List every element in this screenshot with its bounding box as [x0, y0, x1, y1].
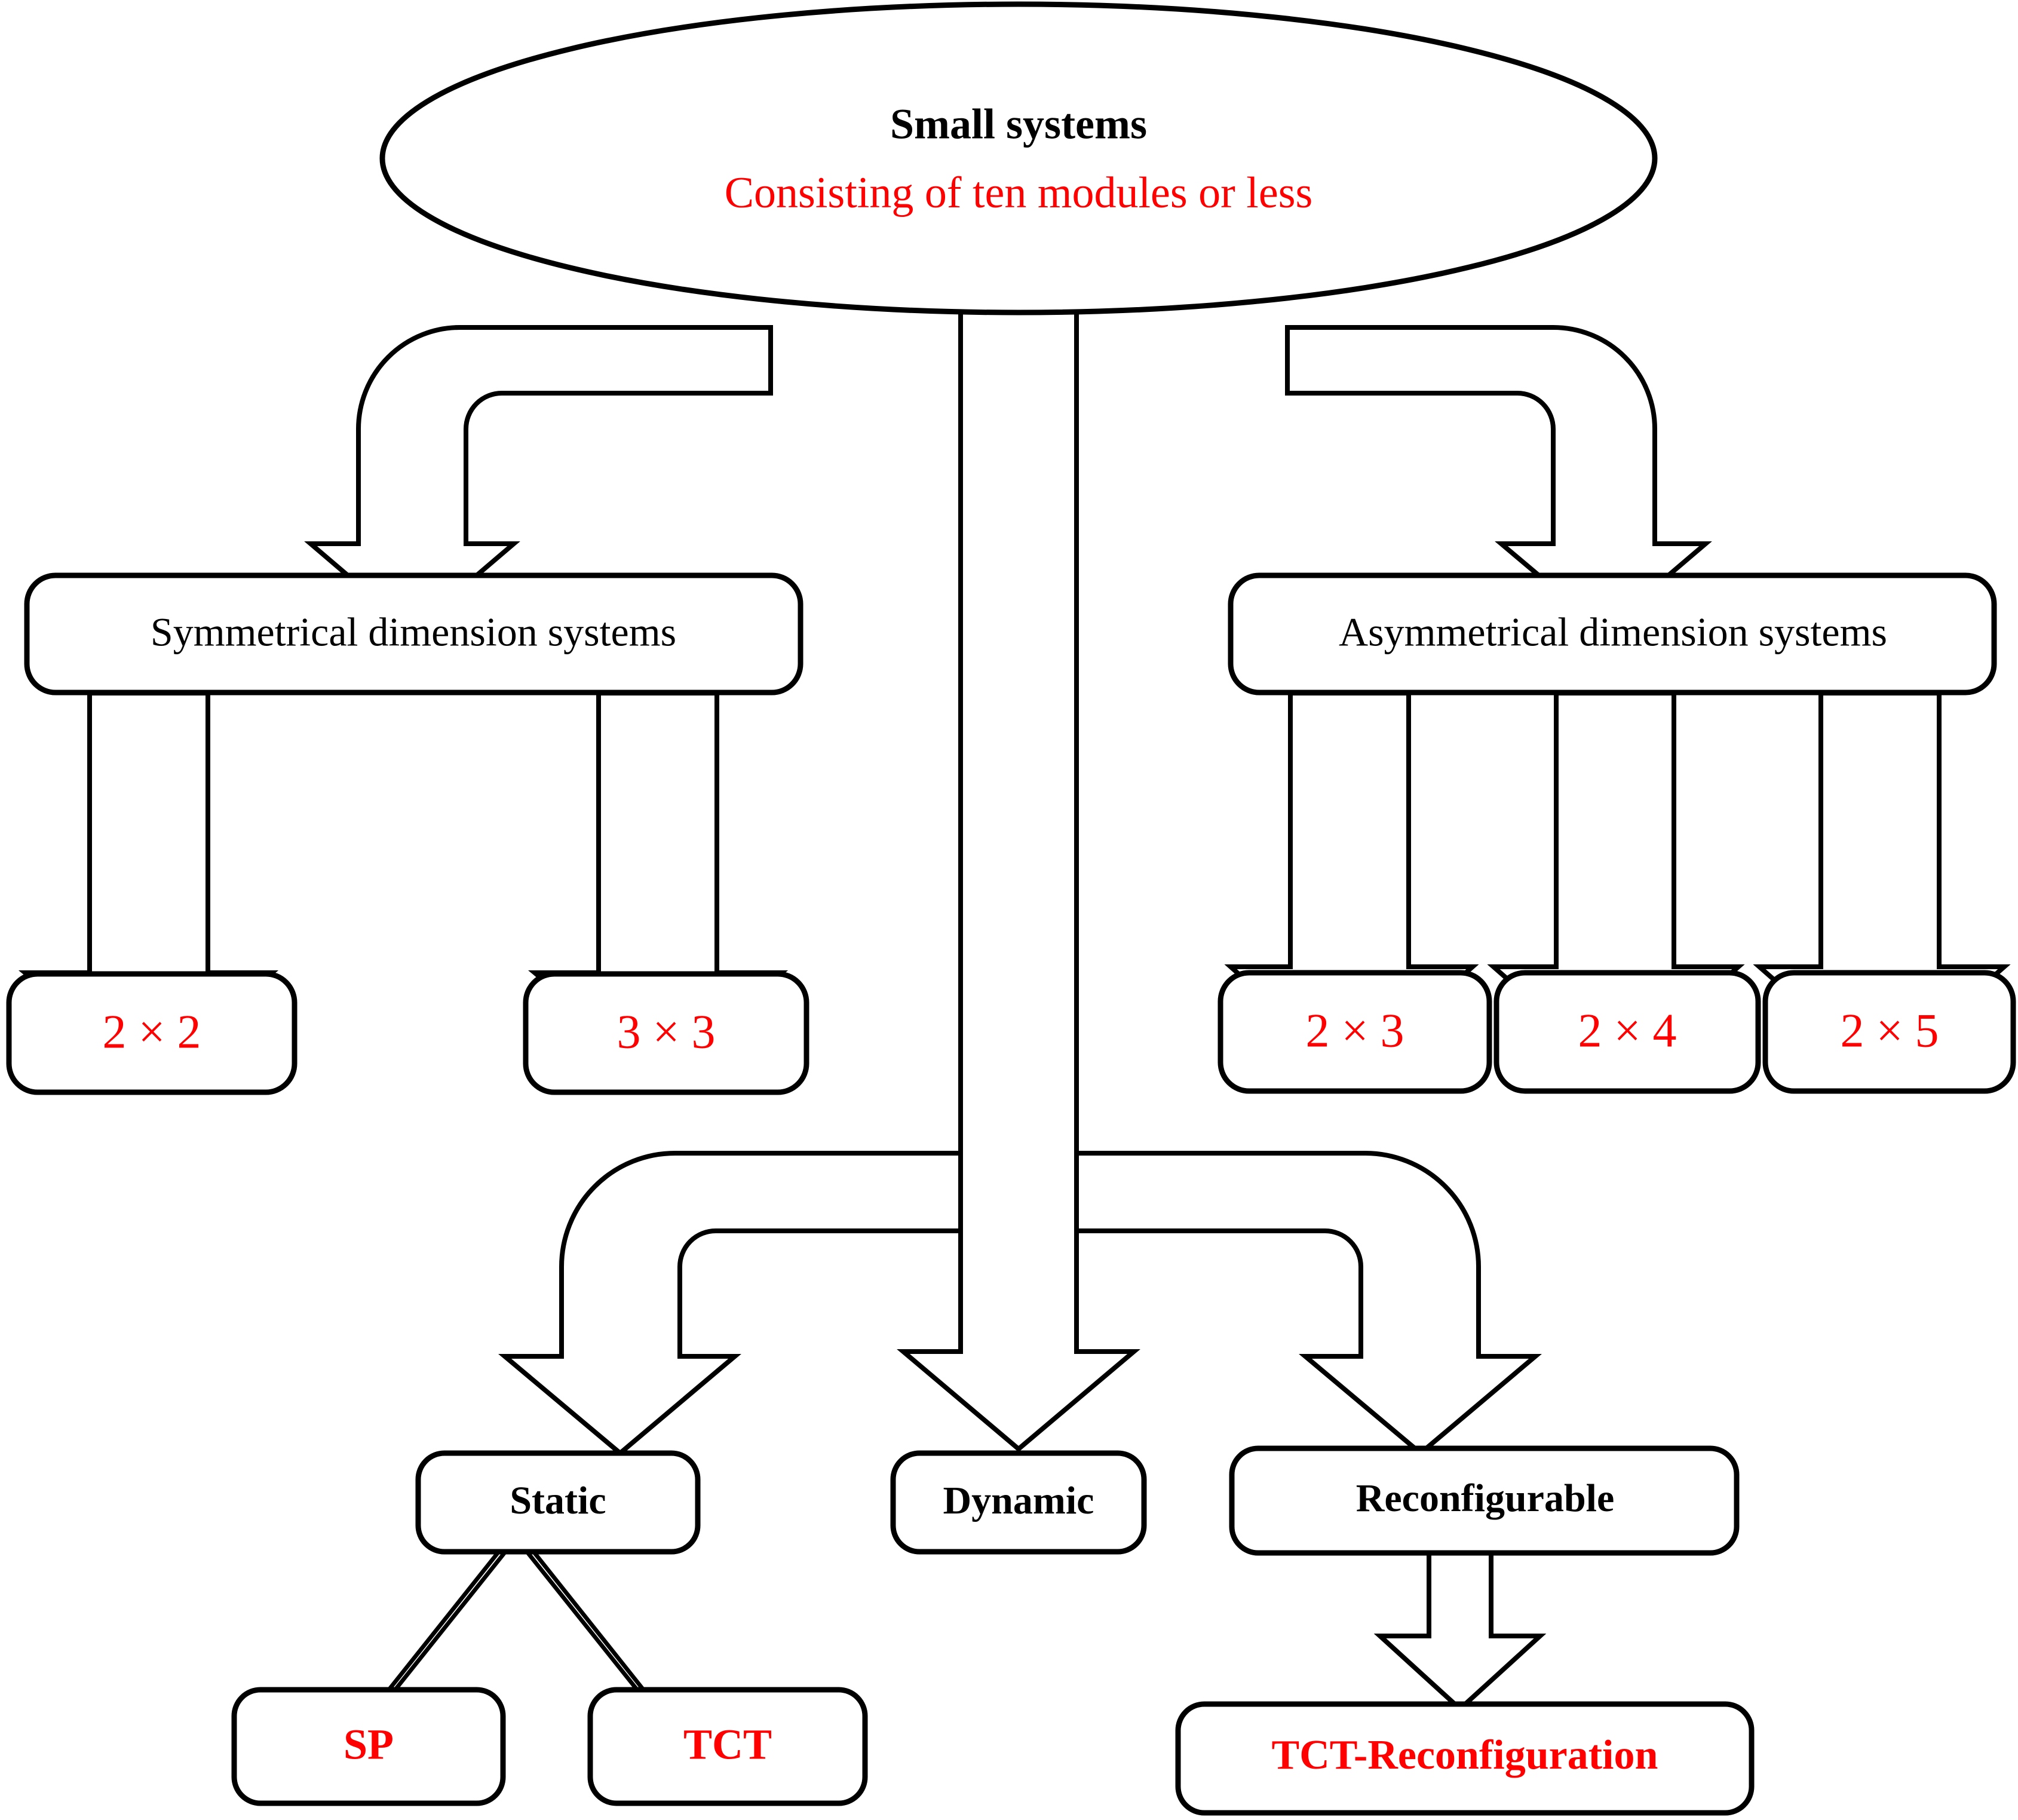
root-title: Small systems	[890, 100, 1147, 148]
node-small-systems[interactable]: Small systems Consisting of ten modules …	[379, 1, 1658, 315]
dynamic-box-shape	[890, 1450, 1147, 1555]
reconfigurable-label: Reconfigurable	[1356, 1476, 1615, 1520]
connector-right-to-reconfigurable	[1074, 1151, 1542, 1457]
dim-2x4-label: 2 × 4	[1578, 1004, 1676, 1057]
sp-label: SP	[344, 1721, 394, 1769]
dim-2x4-box-shape	[1493, 970, 1761, 1094]
node-tct-reconfiguration[interactable]: TCT-Reconfiguration	[1175, 1701, 1755, 1816]
node-tct[interactable]: TCT	[587, 1687, 868, 1806]
asymmetrical-label: Asymmetrical dimension systems	[1339, 609, 1887, 655]
connector-root-to-asymmetrical	[1285, 325, 1712, 634]
dim-2x2-label: 2 × 2	[102, 1006, 201, 1058]
tct-reconfiguration-label: TCT-Reconfiguration	[1272, 1732, 1658, 1778]
sp-box-shape	[231, 1687, 506, 1806]
node-static[interactable]: Static	[415, 1450, 701, 1555]
tct-box-shape	[587, 1687, 868, 1806]
connector-root-to-dynamic	[897, 308, 1140, 1453]
tct-label: TCT	[683, 1721, 772, 1769]
node-symmetrical-dimension-systems[interactable]: Symmetrical dimension systems	[24, 572, 803, 695]
tct-reconfiguration-box-shape	[1175, 1701, 1755, 1816]
root-ellipse-shape	[379, 1, 1658, 315]
dim-2x5-box-shape	[1762, 970, 2016, 1094]
dim-2x3-label: 2 × 3	[1305, 1004, 1404, 1057]
reconfigurable-box-shape	[1229, 1445, 1740, 1556]
node-dim-2x3[interactable]: 2 × 3	[1217, 970, 1492, 1094]
dim-3x3-box-shape	[523, 971, 809, 1095]
symmetrical-label: Symmetrical dimension systems	[151, 609, 676, 655]
node-asymmetrical-dimension-systems[interactable]: Asymmetrical dimension systems	[1228, 572, 1997, 695]
node-reconfigurable[interactable]: Reconfigurable	[1229, 1445, 1740, 1556]
node-sp[interactable]: SP	[231, 1687, 506, 1806]
connector-reconfigurable-to-tct-reconfiguration	[1373, 1550, 1547, 1712]
node-dim-2x4[interactable]: 2 × 4	[1493, 970, 1761, 1094]
static-label: Static	[510, 1479, 606, 1522]
dim-2x2-box-shape	[6, 971, 298, 1095]
dim-3x3-label: 3 × 3	[617, 1006, 715, 1058]
root-subtitle: Consisting of ten modules or less	[725, 168, 1313, 217]
static-box-shape	[415, 1450, 701, 1555]
node-dim-3x3[interactable]: 3 × 3	[523, 971, 809, 1095]
asymmetrical-box-shape	[1228, 572, 1997, 695]
node-dynamic[interactable]: Dynamic	[890, 1450, 1147, 1555]
dim-2x5-label: 2 × 5	[1840, 1004, 1939, 1057]
node-dim-2x2[interactable]: 2 × 2	[6, 971, 298, 1095]
dim-2x3-box-shape	[1217, 970, 1492, 1094]
connector-root-to-symmetrical	[304, 325, 773, 634]
node-dim-2x5[interactable]: 2 × 5	[1762, 970, 2016, 1094]
symmetrical-box-shape	[24, 572, 803, 695]
connector-left-to-static	[498, 1151, 963, 1457]
dynamic-label: Dynamic	[943, 1479, 1094, 1522]
